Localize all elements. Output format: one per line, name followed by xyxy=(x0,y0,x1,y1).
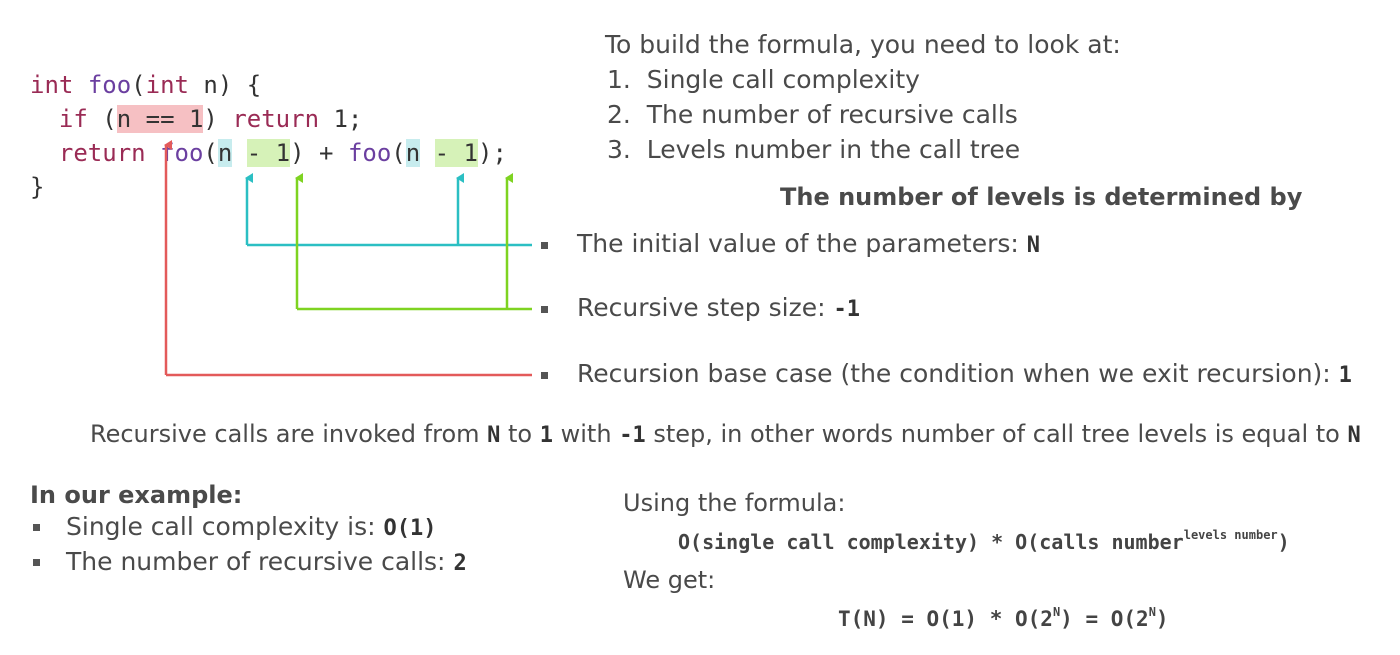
bullet-marker xyxy=(33,524,40,531)
formula-text: T(N) = O(1) * O(2 xyxy=(838,607,1053,631)
param-highlight-2: n xyxy=(405,139,421,167)
example-item-complexity: Single call complexity is: O(1) xyxy=(66,512,436,541)
code-token: 1; xyxy=(319,105,363,133)
formula-text: ) xyxy=(1155,607,1169,631)
param-highlight-1: n xyxy=(217,139,233,167)
example-item-calls: The number of recursive calls: 2 xyxy=(66,547,467,576)
base-case-highlight: n == 1 xyxy=(116,105,204,133)
summary-text: to xyxy=(500,420,540,448)
summary-value: N xyxy=(487,423,501,448)
code-function-name: foo xyxy=(347,139,392,167)
bullet-marker xyxy=(33,559,40,566)
item-text: The number of recursive calls xyxy=(646,100,1018,129)
item-value: 1 xyxy=(1338,363,1352,388)
code-keyword: if xyxy=(58,105,88,133)
item-text: Single call complexity xyxy=(646,65,920,94)
bullet-marker xyxy=(541,242,548,249)
item-text: The number of recursive calls: xyxy=(66,547,454,576)
code-line-1: int foo(int n) { xyxy=(30,68,507,102)
levels-heading: The number of levels is determined by xyxy=(780,183,1303,211)
green-connector xyxy=(295,173,532,311)
summary-value: 1 xyxy=(539,423,553,448)
numbered-item-2: 2. The number of recursive calls xyxy=(607,100,1018,129)
result-formula: T(N) = O(1) * O(2N) = O(2N) xyxy=(838,605,1169,631)
code-keyword: return xyxy=(58,139,146,167)
item-value: -1 xyxy=(833,297,860,322)
item-text: Levels number in the call tree xyxy=(646,135,1021,164)
code-token: n) { xyxy=(188,71,262,99)
item-text: Single call complexity is: xyxy=(66,512,384,541)
code-token: ); xyxy=(478,139,507,167)
item-value: 2 xyxy=(453,551,467,576)
summary-text: with xyxy=(553,420,620,448)
formula-exponent: N xyxy=(1052,605,1061,619)
item-number: 2. xyxy=(607,100,631,129)
code-token: ( xyxy=(203,139,218,167)
code-token: ) xyxy=(203,105,233,133)
code-line-4: } xyxy=(30,173,45,201)
bullet-marker xyxy=(541,306,548,313)
formula-exponent: N xyxy=(1148,605,1156,619)
code-line-3: return foo(n - 1) + foo(n - 1); xyxy=(30,136,507,170)
summary-value: N xyxy=(1347,423,1361,448)
formula-text: O(single call complexity) * O(calls numb… xyxy=(678,530,1184,554)
code-block: int foo(int n) { if (n == 1) return 1; r… xyxy=(30,68,507,204)
code-token: ) + xyxy=(290,139,348,167)
item-value: N xyxy=(1026,233,1041,258)
levels-item-base-case: Recursion base case (the condition when … xyxy=(577,359,1352,388)
item-text: The initial value of the parameters: xyxy=(577,229,1027,258)
code-token: ( xyxy=(391,139,406,167)
code-keyword: int xyxy=(145,71,189,99)
code-function-name: foo xyxy=(87,71,132,99)
step-highlight-1: - 1 xyxy=(246,139,291,167)
numbered-item-1: 1. Single call complexity xyxy=(607,65,920,94)
summary-value: -1 xyxy=(619,423,646,448)
formula-intro-heading: To build the formula, you need to look a… xyxy=(605,30,1121,59)
summary-text: Recursive calls are invoked from xyxy=(90,420,488,448)
using-formula-label: Using the formula: xyxy=(623,489,846,517)
red-connector xyxy=(164,140,532,377)
code-token: ( xyxy=(131,71,146,99)
item-value: O(1) xyxy=(383,516,437,541)
step-highlight-2: - 1 xyxy=(434,139,479,167)
code-token: ( xyxy=(87,105,117,133)
item-text: Recursive step size: xyxy=(577,293,834,322)
summary-text: step, in other words number of call tree… xyxy=(645,420,1348,448)
bullet-marker xyxy=(541,372,548,379)
levels-item-params: The initial value of the parameters: N xyxy=(577,229,1040,258)
formula-exponent: levels number xyxy=(1183,528,1278,542)
example-heading: In our example: xyxy=(30,481,243,509)
code-line-2: if (n == 1) return 1; xyxy=(30,102,507,136)
summary-line: Recursive calls are invoked from N to 1 … xyxy=(90,420,1361,448)
formula-text: ) xyxy=(1277,530,1290,554)
code-keyword: return xyxy=(232,105,320,133)
levels-item-step: Recursive step size: -1 xyxy=(577,293,860,322)
code-keyword: int xyxy=(30,71,74,99)
item-text: Recursion base case (the condition when … xyxy=(577,359,1339,388)
item-number: 3. xyxy=(607,135,631,164)
general-formula: O(single call complexity) * O(calls numb… xyxy=(678,528,1290,554)
numbered-item-3: 3. Levels number in the call tree xyxy=(607,135,1020,164)
teal-connector xyxy=(245,173,532,247)
item-number: 1. xyxy=(607,65,631,94)
we-get-label: We get: xyxy=(623,566,716,594)
formula-text: ) = O(2 xyxy=(1060,607,1149,631)
